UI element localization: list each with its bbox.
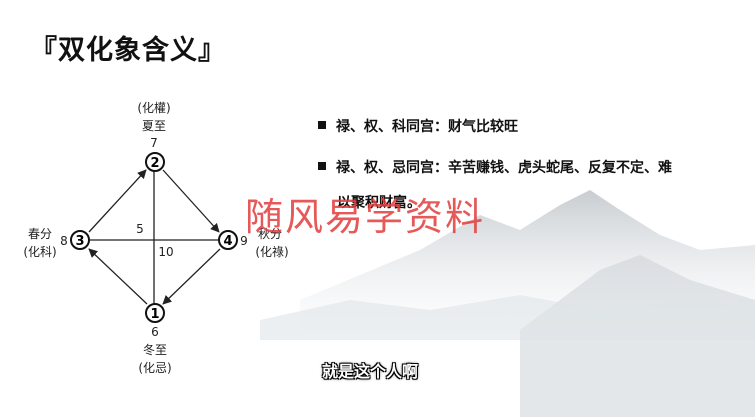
node-2-label: 夏至 [142,119,166,133]
node-4: 4 [218,230,238,250]
bullet-item-2-continuation: 以聚积财富。 [337,195,421,211]
node-1-number: 1 [150,307,159,322]
bullet-square-icon [318,162,326,170]
edge-3-to-2 [88,169,147,233]
node-4-value: 9 [240,234,248,248]
center-value-5: 5 [136,222,144,236]
node-4-number: 4 [223,234,232,249]
slide-title: 『双化象含义』 [30,35,226,66]
center-value-10: 10 [158,245,173,259]
node-3-sub: (化科) [23,245,56,259]
video-subtitle: 就是这个人啊 [322,362,419,381]
node-3-value: 8 [60,234,68,248]
watermark-text: 随风易学资料 [245,195,486,239]
node-1-sub: (化忌) [138,361,171,375]
edge-2-to-4 [162,169,220,233]
node-3-label: 春分 [28,227,52,241]
edge-4-to-1 [162,248,221,305]
node-2: 2 [145,152,165,172]
node-2-sub: (化權) [137,101,170,115]
node-1: 1 [145,303,165,323]
bullet-text-1: 禄、权、科同宫：财气比较旺 [336,119,518,135]
node-1-value: 6 [151,325,159,339]
node-4-sub: (化祿) [255,245,288,259]
bullet-item-1: 禄、权、科同宫：财气比较旺 [318,116,518,136]
node-2-number: 2 [150,156,159,171]
node-4-label: 秋分 [258,227,282,241]
bullet-item-2: 禄、权、忌同宫：辛苦赚钱、虎头蛇尾、反复不定、难 [318,157,672,177]
edge-1-to-3 [88,248,148,305]
node-2-value: 7 [150,136,158,150]
bullet-square-icon [318,121,326,129]
node-3-number: 3 [75,234,84,249]
node-1-label: 冬至 [143,342,167,357]
node-3: 3 [70,230,90,250]
bullet-text-2: 禄、权、忌同宫：辛苦赚钱、虎头蛇尾、反复不定、难 [336,160,672,176]
